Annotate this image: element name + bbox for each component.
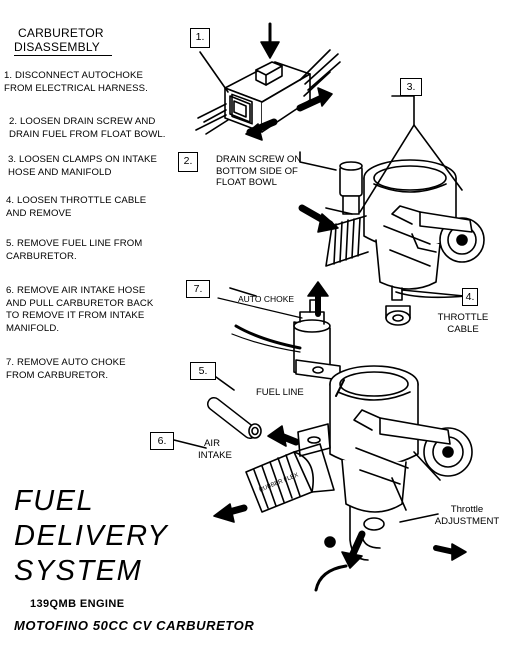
step-4: 4. LOOSEN THROTTLE CABLE AND REMOVE [6,195,191,220]
auto-choke-icon [231,299,341,381]
callout-7: 7. [186,280,210,298]
callout-5: 5. [190,362,216,380]
step-7: 7. REMOVE AUTO CHOKE FROM CARBURETOR. [6,357,191,382]
engine-label: 139QMB ENGINE [30,598,125,610]
step-7-line-2: FROM CARBURETOR. [6,369,109,381]
callout-3: 3. [400,78,422,96]
step-6-line-4: MANIFOLD. [6,322,60,334]
step-6-line-3: TO REMOVE IT FROM INTAKE [6,310,145,321]
air-intake-hose-icon [245,443,335,513]
down-arrow-icon [260,41,280,59]
air-intake-label: AIR INTAKE [198,438,232,461]
system-title-line-3: SYSTEM [14,555,143,587]
auto-choke-label: AUTO CHOKE [238,294,295,304]
up-arrow-icon [307,281,329,297]
fuel-line-icon [207,397,262,439]
callout-2: 2. [178,152,198,172]
system-title-line-1: FUEL [14,485,95,517]
title-line-1: CARBURETOR [18,26,104,40]
model-label: MOTOFINO 50CC CV CARBURETOR [14,618,255,633]
electrical-connector-icon [195,49,341,135]
step-7-line-1: 7. REMOVE AUTO CHOKE [6,357,126,368]
system-title: FUEL DELIVERY SYSTEM [14,484,168,589]
upper-carburetor-icon [325,159,485,326]
step-1-line-1: 1. DISCONNECT AUTOCHOKE [4,70,143,81]
throttle-cable-label: THROTTLE CABLE [437,312,489,335]
step-2-line-1: 2. LOOSEN DRAIN SCREW AND [9,116,156,127]
separate-arrow-icon [245,87,333,141]
step-5-line-1: 5. REMOVE FUEL LINE FROM [6,238,143,249]
step-1: 1. DISCONNECT AUTOCHOKE FROM ELECTRICAL … [4,70,189,95]
step-3-line-1: 3. LOOSEN CLAMPS ON INTAKE [8,154,158,165]
throttle-adjustment-label: Throttle ADJUSTMENT [434,504,500,527]
step-5-line-2: CARBURETOR. [6,250,77,262]
step-2-line-2: DRAIN FUEL FROM FLOAT BOWL. [9,128,166,140]
system-title-line-2: DELIVERY [14,520,169,552]
step-6-line-2: AND PULL CARBURETOR BACK [6,297,154,309]
step-4-line-2: AND REMOVE [6,207,72,219]
title-line-2: DISASSEMBLY [14,40,112,56]
step-6: 6. REMOVE AIR INTAKE HOSE AND PULL CARBU… [6,285,191,335]
step-3: 3. LOOSEN CLAMPS ON INTAKE HOSE AND MANI… [8,154,193,179]
step-6-line-1: 6. REMOVE AIR INTAKE HOSE [6,285,146,296]
lower-carburetor-icon [297,365,473,561]
callout-1: 1. [190,28,210,48]
page-title: CARBURETOR DISASSEMBLY [14,26,112,56]
callout-4: 4. [462,288,478,306]
step-5: 5. REMOVE FUEL LINE FROM CARBURETOR. [6,238,191,263]
step-4-line-1: 4. LOOSEN THROTTLE CABLE [6,195,147,206]
step-1-line-2: FROM ELECTRICAL HARNESS. [4,82,148,94]
fuel-line-label: FUEL LINE [256,387,304,398]
step-2: 2. LOOSEN DRAIN SCREW AND DRAIN FUEL FRO… [9,116,194,141]
callout-6: 6. [150,432,174,450]
step-3-line-2: HOSE AND MANIFOLD [8,166,112,178]
drain-screw-label: DRAIN SCREW ON BOTTOM SIDE OF FLOAT BOWL [216,154,302,188]
